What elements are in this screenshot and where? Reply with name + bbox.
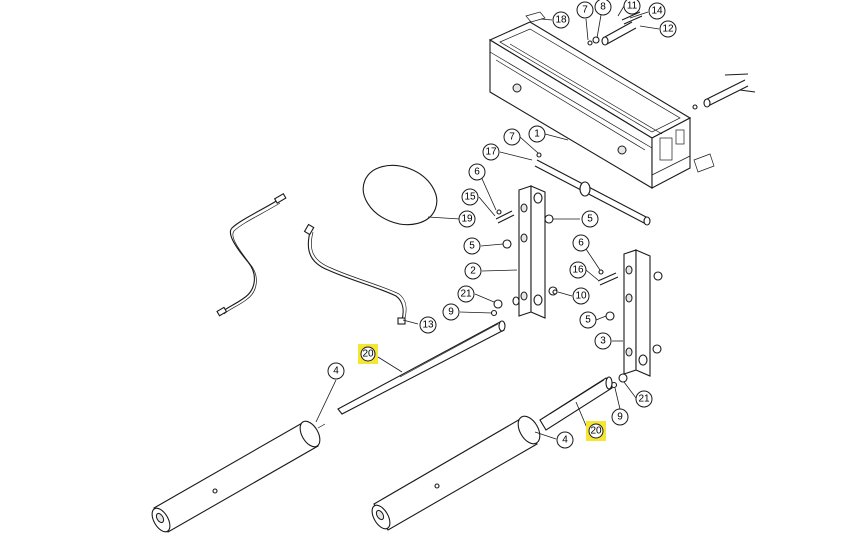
callout-12: 12 [659,20,677,38]
callout-17: 17 [482,143,500,161]
callout-10: 10 [572,287,590,305]
callout-16: 16 [569,261,587,279]
callout-8: 8 [594,0,612,16]
left-tine-part [337,320,506,415]
callout-label: 6 [578,238,584,249]
callout-label: 5 [587,214,593,225]
callout-label: 12 [662,24,674,35]
callout-label: 4 [333,366,339,377]
callout-5: 5 [463,237,481,255]
callout-label: 15 [464,192,476,203]
callout-18: 18 [552,11,570,29]
callout-14: 14 [648,2,666,20]
callout-label: 3 [600,336,606,347]
main-frame-part [488,11,715,189]
right-sleeve-part [371,415,541,531]
top-pins [587,11,756,110]
callout-label: 20 [590,426,602,437]
callout-11: 11 [623,0,641,15]
callout-label: 11 [627,1,638,12]
callout-7: 7 [576,1,594,19]
callout-9: 9 [611,408,629,426]
callout-label: 5 [585,315,591,326]
callout-7: 7 [503,128,521,146]
callout-6: 6 [572,234,590,252]
callout-21: 21 [457,285,475,303]
callout-label: 17 [485,147,497,158]
callout-9: 9 [442,303,460,321]
right-arm-part [597,249,663,377]
callout-label: 9 [448,307,454,318]
callout-label: 18 [555,15,567,26]
callout-label: 14 [651,6,663,17]
callout-label: 1 [534,129,540,140]
right-tine-part [539,376,613,431]
callout-19: 19 [458,210,476,228]
callout-label: 21 [638,394,650,405]
callout-label: 10 [575,291,587,302]
callout-5: 5 [581,210,599,228]
callout-4: 4 [327,362,345,380]
callout-label: 13 [422,320,434,331]
callout-label: 6 [474,167,480,178]
callout-label: 8 [600,2,606,13]
callout-label: 21 [460,289,472,300]
hose-parts [216,193,407,325]
callout-1: 1 [528,125,546,143]
callout-15: 15 [461,188,479,206]
left-arm-part [495,185,558,319]
callout-label: 9 [617,412,623,423]
leader-lines [315,5,660,440]
callout-label: 2 [470,266,476,277]
callout-label: 20 [362,349,374,360]
callout-label: 7 [509,132,515,143]
callout-4: 4 [556,431,574,449]
left-sleeve-part [151,420,326,533]
callout-21: 21 [635,390,653,408]
callout-3: 3 [594,332,612,350]
callout-13: 13 [419,316,437,334]
callout-2: 2 [464,262,482,280]
callout-label: 16 [572,265,584,276]
callout-label: 4 [562,435,568,446]
callout-20-highlighted: 20 [358,344,378,364]
callout-20-highlighted: 20 [586,421,606,441]
callout-label: 19 [461,214,473,225]
callout-label: 7 [582,5,588,16]
cross-shaft-part [534,152,651,226]
callout-6: 6 [468,163,486,181]
shield-part [362,164,438,226]
callout-label: 5 [469,241,475,252]
small-hardware [490,289,628,389]
callout-5: 5 [579,311,597,329]
